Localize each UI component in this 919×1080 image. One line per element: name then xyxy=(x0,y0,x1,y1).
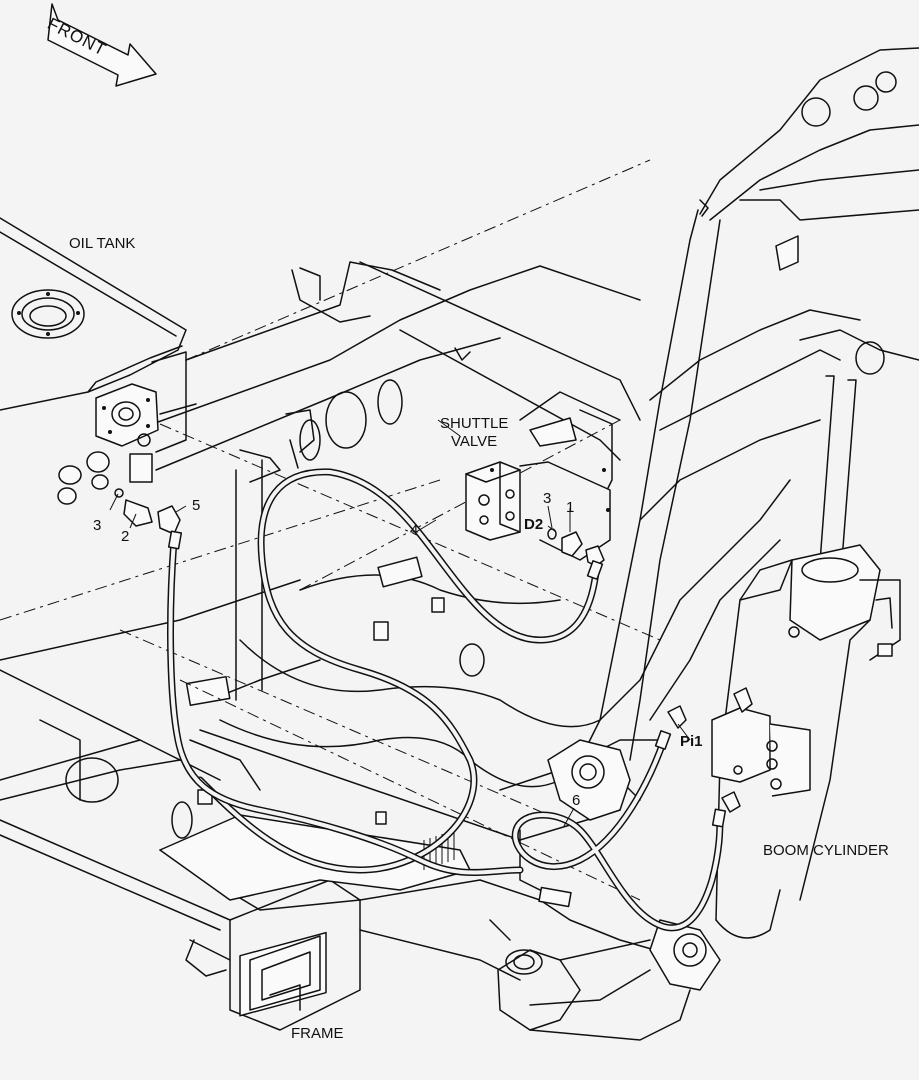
port-pi1-label: Pi1 xyxy=(680,733,703,750)
callout-6: 6 xyxy=(572,792,581,809)
front-arrow-icon xyxy=(47,3,157,87)
callout-5: 5 xyxy=(192,497,201,514)
center-lines xyxy=(0,159,661,901)
shuttle-valve-label-line1: SHUTTLE xyxy=(440,415,509,432)
hose-fittings xyxy=(167,530,727,828)
left-fittings xyxy=(57,451,181,535)
hose-5 xyxy=(167,536,524,876)
oil-tank-outline xyxy=(0,217,197,483)
boom-arm xyxy=(579,47,919,761)
boom-cylinder-label: BOOM CYLINDER xyxy=(763,842,889,859)
callout-3-left: 3 xyxy=(93,517,102,534)
hose-4 xyxy=(196,468,600,874)
callout-2: 2 xyxy=(121,528,130,545)
boom-foot xyxy=(497,739,721,1041)
frame-label: FRAME xyxy=(291,1025,344,1042)
hose-6 xyxy=(511,736,724,932)
callout-4: 4 xyxy=(410,522,419,539)
shuttle-valve-label-line2: VALVE xyxy=(451,433,498,450)
oil-tank-label: OIL TANK xyxy=(69,235,136,252)
shuttle-valve-body xyxy=(465,391,621,567)
callout-1: 1 xyxy=(566,499,575,516)
port-d2-label: D2 xyxy=(524,516,544,533)
callout-3-right: 3 xyxy=(543,490,552,507)
boom-cylinder xyxy=(711,375,901,939)
leader-lines xyxy=(109,419,691,827)
main-frame-structure xyxy=(0,261,691,1031)
